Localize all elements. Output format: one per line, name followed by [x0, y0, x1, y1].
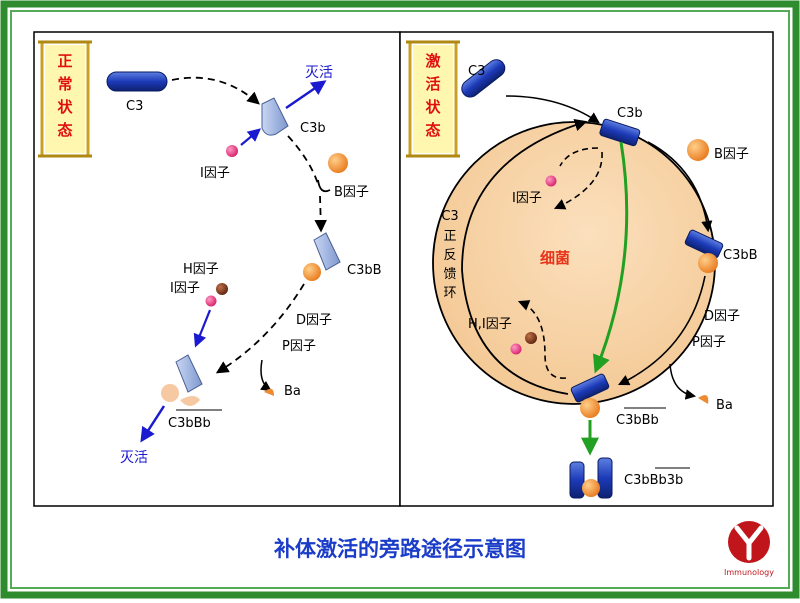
left-arrow-to-c3bB — [314, 195, 328, 233]
right-scroll-char-4: 态 — [425, 121, 440, 139]
left-c3bB-label: C3bB — [347, 263, 382, 278]
left-scroll-char-3: 状 — [57, 98, 73, 116]
immunology-logo: Immunology — [724, 521, 774, 577]
right-c3bB-ball — [698, 253, 718, 273]
right-factor-i-label: I因子 — [512, 191, 542, 206]
left-c3bB-molecule — [313, 232, 341, 271]
right-c3-molecule — [461, 59, 506, 98]
left-c3bBb-ball — [161, 384, 179, 402]
left-factor-b-join — [317, 179, 331, 193]
left-scroll: 正 常 状 态 — [38, 40, 92, 158]
right-arrow-c3-to-c3b — [505, 95, 600, 124]
right-c3b-label: C3b — [617, 106, 643, 121]
feedback-char-1: C3 — [441, 209, 458, 224]
left-arrow-inactivate-top — [285, 80, 327, 110]
right-factor-p-label: P因子 — [692, 335, 726, 350]
right-c3bBb3b-label: C3bBb3b — [624, 473, 683, 488]
left-factor-i-label: I因子 — [200, 166, 230, 181]
right-c3-label: C3 — [468, 64, 485, 79]
right-factor-hi-label: H,I因子 — [468, 317, 512, 332]
left-c3bBb-fragment — [180, 396, 200, 406]
feedback-char-5: 环 — [443, 286, 456, 301]
right-scroll-char-1: 激 — [425, 52, 441, 70]
right-c3bB-molecule — [684, 229, 724, 259]
right-ba-label: Ba — [716, 398, 733, 413]
left-factor-b-label: B因子 — [334, 185, 369, 200]
right-arrow-to-c3bB — [647, 141, 713, 233]
left-c3-molecule — [106, 71, 168, 92]
left-dash-c3b-down — [287, 135, 319, 185]
right-c3b-molecule — [599, 118, 641, 147]
right-factor-d-label: D因子 — [704, 309, 740, 324]
feedback-char-3: 反 — [443, 248, 456, 263]
right-arrow-to-c3bBb — [617, 275, 706, 386]
left-arrow-factor-i — [240, 128, 262, 146]
right-c3bBb-molecule — [570, 373, 610, 403]
right-green-arrow-amplify — [592, 141, 629, 374]
left-ba-fragment — [264, 388, 274, 396]
right-c3bBb-label: C3bBb — [616, 413, 659, 428]
left-arrow-hi-to-c3bBb — [193, 309, 212, 348]
left-factor-d-label: D因子 — [296, 313, 332, 328]
right-scroll-char-2: 活 — [425, 75, 440, 93]
right-factor-b-label: B因子 — [714, 147, 749, 162]
left-ba-label: Ba — [284, 384, 301, 399]
left-scroll-char-4: 态 — [57, 121, 72, 139]
logo-text: Immunology — [724, 568, 774, 577]
left-factor-p-label: P因子 — [282, 339, 316, 354]
left-c3b-label: C3b — [300, 121, 326, 136]
left-factor-h-bead — [216, 283, 228, 295]
right-factor-i-bead — [545, 175, 557, 187]
right-factor-i2-bead — [510, 343, 522, 355]
left-arrow-ba — [260, 359, 272, 392]
left-arrow-inactivate-bottom — [140, 405, 166, 443]
right-factor-h-bead — [525, 332, 537, 344]
feedback-char-2: 正 — [443, 229, 456, 244]
left-factor-i2-label: I因子 — [170, 281, 200, 296]
right-dashed-i-loop — [556, 147, 603, 208]
left-inactivate-top-label: 灭活 — [305, 65, 333, 81]
bacteria-label: 细菌 — [540, 249, 570, 267]
right-c3bBb3b-complex — [569, 457, 613, 499]
right-factor-b-ball — [687, 139, 709, 161]
right-arrow-ba — [669, 363, 697, 400]
left-factor-i2-bead — [205, 295, 217, 307]
right-dashed-hi-loop — [517, 300, 567, 379]
right-scroll: 激 活 状 态 — [406, 40, 460, 158]
left-c3b-molecule — [261, 97, 289, 136]
left-scroll-char-1: 正 — [57, 52, 72, 70]
left-factor-h-label: H因子 — [183, 262, 219, 277]
right-ba-fragment — [698, 395, 709, 404]
left-c3bBb-molecule — [175, 354, 203, 393]
left-inactivate-bottom-label: 灭活 — [120, 450, 148, 466]
left-factor-b-ball — [328, 153, 348, 173]
right-c3bB-label: C3bB — [723, 248, 758, 263]
right-scroll-char-3: 状 — [425, 98, 441, 116]
left-c3bBb-label: C3bBb — [168, 416, 211, 431]
left-c3bB-ball — [303, 263, 321, 281]
right-c3bBb-ball — [580, 398, 600, 418]
left-scroll-char-2: 常 — [57, 75, 72, 93]
left-c3-label: C3 — [126, 99, 143, 114]
feedback-arrow — [461, 118, 588, 395]
left-factor-i-bead — [226, 145, 238, 157]
left-arrow-to-c3bBb — [215, 283, 305, 374]
diagram-caption: 补体激活的旁路途径示意图 — [273, 537, 526, 561]
left-panel — [33, 31, 401, 507]
inner-frame — [10, 10, 790, 589]
feedback-char-4: 馈 — [443, 267, 456, 282]
bacteria-cell — [432, 121, 716, 405]
